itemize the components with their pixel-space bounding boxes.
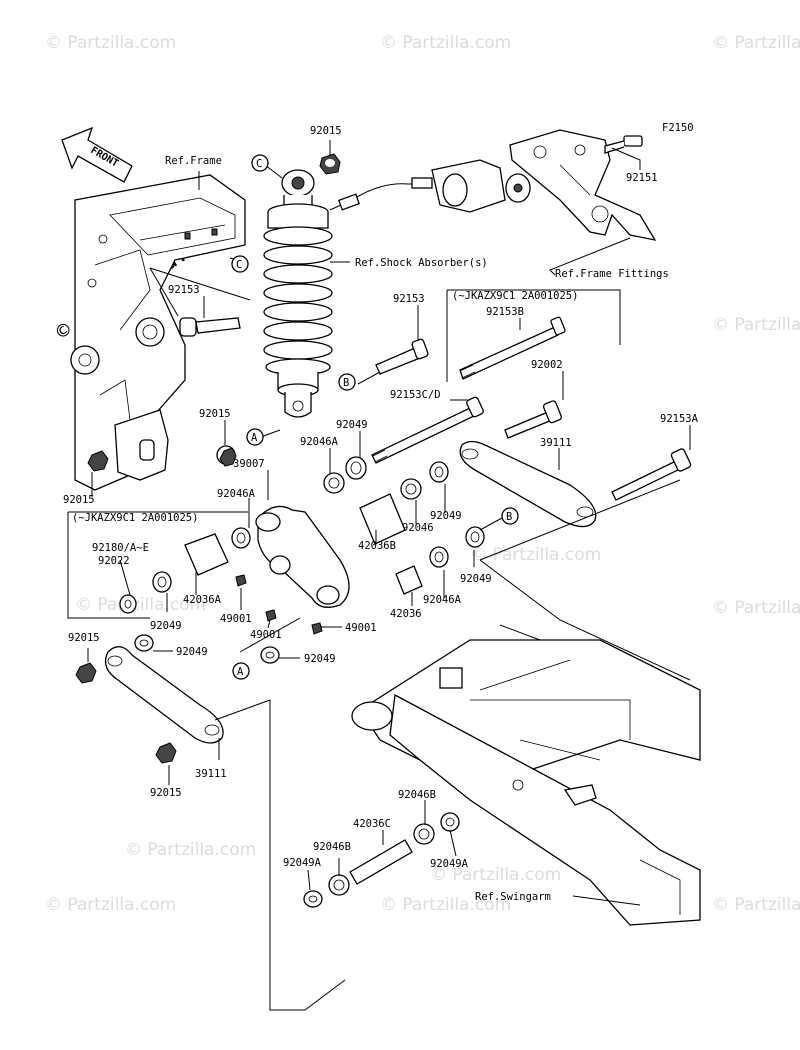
callout-a — [232, 662, 250, 680]
watermark: © Partzilla.com — [712, 598, 800, 618]
watermark: © Partzilla.com — [712, 315, 800, 335]
part-label: 92022 — [98, 555, 130, 567]
front-arrow: FRONT — [61, 126, 133, 183]
part-label: 92015 — [150, 787, 182, 799]
part-label: 49001 — [220, 613, 252, 625]
part-label: 92153C/D — [390, 389, 441, 401]
part-label: 92046A — [217, 488, 256, 500]
part-label: 92015 — [63, 494, 95, 506]
ref-frame: Ref.Frame — [165, 155, 222, 167]
part-label: 92046A — [300, 436, 339, 448]
watermark: © Partzilla.com — [45, 33, 176, 53]
part-label: 92015 — [199, 408, 231, 420]
part-label: 39007 — [233, 458, 265, 470]
part-label: 92049 — [336, 419, 368, 431]
shock-spring — [263, 226, 333, 376]
part-label: 92015 — [68, 632, 100, 644]
serial-note-right: (~JKAZX9C1 2A001025) — [452, 290, 578, 302]
part-label: 42036A — [183, 594, 222, 606]
tie-rod-39111-left — [104, 646, 224, 744]
part-label: 42036C — [353, 818, 391, 830]
callout-circles: C C B B A A — [231, 154, 519, 680]
watermark: © Partzilla.com — [380, 895, 511, 915]
callout-a-letter: A — [251, 432, 258, 444]
reference-labels: Ref.Frame Ref.Shock Absorber(s) Ref.Fram… — [72, 155, 669, 903]
callout-c — [231, 255, 249, 273]
part-label: 39111 — [540, 437, 572, 449]
watermark-layer: © Partzilla.com © Partzilla.com © Partzi… — [45, 33, 800, 915]
part-label: 92049 — [430, 510, 462, 522]
bushings — [75, 445, 485, 908]
part-label: 92046B — [313, 841, 351, 853]
callout-c-letter: C — [256, 158, 262, 170]
swingarm — [351, 639, 701, 926]
leader-lines — [87, 140, 691, 1011]
part-label: 92015 — [310, 125, 342, 137]
part-label: 42036B — [358, 540, 396, 552]
bolt-92153a — [611, 448, 692, 501]
watermark: © Partzilla.com — [380, 33, 511, 53]
watermark: © Partzilla.com — [712, 895, 800, 915]
frame-illustration — [70, 174, 246, 491]
bolt-92151 — [604, 135, 643, 154]
ref-swingarm: Ref.Swingarm — [475, 891, 551, 903]
serial-box-right — [446, 289, 621, 382]
tie-rod-39111-right — [459, 440, 597, 528]
watermark: © Partzilla.com — [470, 545, 601, 565]
bolt-92153-center — [375, 338, 429, 375]
watermark: © Partzilla.com — [430, 865, 561, 885]
serial-box-left — [67, 511, 248, 619]
watermark: © Partzilla.com — [75, 595, 206, 615]
part-label: 92049A — [430, 858, 469, 870]
part-label: 92049 — [304, 653, 336, 665]
part-label: 49001 — [250, 629, 282, 641]
callout-b-letter: B — [343, 377, 349, 389]
ref-frame-fittings: Ref.Frame Fittings — [555, 268, 669, 280]
part-label: 92151 — [626, 172, 658, 184]
part-label: 92180/A~E — [92, 542, 149, 554]
part-label: 92049 — [176, 646, 208, 658]
part-label: 92002 — [531, 359, 563, 371]
bolt-92002 — [504, 400, 562, 439]
part-label: 92153 — [168, 284, 200, 296]
part-label: 92046 — [402, 522, 434, 534]
rocker-arm-39007 — [255, 505, 350, 608]
watermark: © Partzilla.com — [712, 33, 800, 53]
shock-absorber — [263, 159, 531, 418]
ref-shock-absorber: Ref.Shock Absorber(s) — [355, 257, 488, 269]
callout-a-letter: A — [237, 666, 244, 678]
callout-b — [338, 373, 356, 391]
part-label: 92049 — [460, 573, 492, 585]
watermark: © Partzilla.com — [125, 840, 256, 860]
part-label: 92049 — [150, 620, 182, 632]
callout-b — [501, 507, 519, 525]
callout-a — [246, 428, 264, 446]
callout-c — [251, 154, 269, 172]
part-label: 92046B — [398, 789, 436, 801]
part-label: 42036 — [390, 608, 422, 620]
callout-b-letter: B — [506, 511, 512, 523]
frame-fittings — [509, 129, 657, 241]
part-label: 92153B — [486, 306, 524, 318]
bolt-92153-left — [179, 317, 241, 337]
part-label: 92049A — [283, 857, 322, 869]
part-label: 92046A — [423, 594, 462, 606]
part-label: 92153 — [393, 293, 425, 305]
part-label: 92153A — [660, 413, 699, 425]
figure-code: F2150 — [662, 122, 694, 134]
serial-note-left: (~JKAZX9C1 2A001025) — [72, 512, 198, 524]
callout-c-letter: C — [236, 259, 242, 271]
part-label: 49001 — [345, 622, 377, 634]
nut-92015-top — [319, 153, 341, 175]
watermark: © Partzilla.com — [45, 895, 176, 915]
part-number-labels: 92015 92151 92153 92153 92153B 92002 921… — [63, 125, 699, 870]
bolt-92153cd — [371, 396, 484, 464]
part-label: 39111 — [195, 768, 227, 780]
bolt-92153b — [459, 316, 566, 380]
